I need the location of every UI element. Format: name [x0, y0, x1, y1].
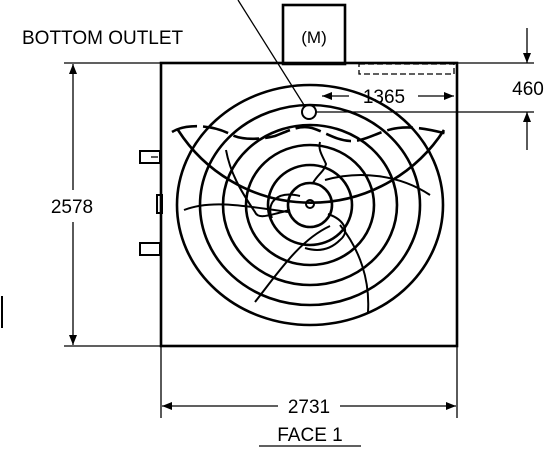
motor-box: (M) — [281, 3, 347, 66]
dim-height: 2578 — [51, 62, 160, 347]
side-nozzles — [139, 150, 163, 256]
hidden-feature-dashed — [358, 63, 455, 75]
dim-height-label: 2578 — [51, 197, 93, 218]
dim-width: 2731 — [160, 347, 458, 418]
view-title: FACE 1 — [259, 425, 361, 447]
vessel-body — [171, 83, 449, 327]
dim-outlet-x: 1365 — [316, 87, 534, 113]
dim-width-label: 2731 — [288, 397, 330, 418]
dim-outlet-y: 460 — [360, 28, 544, 150]
dim-outlet-y-label: 460 — [512, 79, 544, 100]
view-title-label: FACE 1 — [277, 425, 342, 446]
motor-label: (M) — [301, 28, 326, 47]
outlet-leader-line — [237, 0, 305, 106]
dim-outlet-x-label: 1365 — [363, 87, 405, 108]
bottom-outlet-circle — [301, 104, 317, 120]
bottom-outlet-label: BOTTOM OUTLET — [22, 28, 184, 49]
